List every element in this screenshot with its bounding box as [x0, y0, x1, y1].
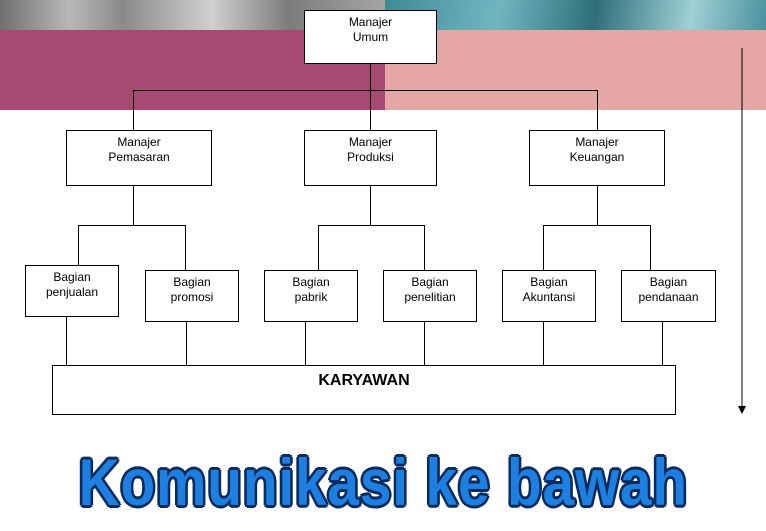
box-bagian-promosi: Bagian promosi	[145, 270, 239, 322]
box-manajer-pemasaran-label: Manajer Pemasaran	[108, 135, 170, 164]
connector-top	[370, 63, 371, 90]
connector-to-pemasaran	[133, 90, 134, 130]
connector-pabrik-karyawan	[305, 320, 306, 366]
box-bagian-penjualan-label: Bagian penjualan	[45, 270, 99, 299]
connector-to-penelitian	[424, 225, 425, 270]
connector-pemasaran-down	[133, 185, 134, 225]
box-karyawan-label: KARYAWAN	[318, 372, 410, 389]
header-photo-right	[385, 0, 766, 30]
connector-penelitian-karyawan	[424, 320, 425, 366]
pink-band	[385, 30, 766, 110]
box-manajer-keuangan: Manajer Keuangan	[529, 130, 665, 186]
headline-text: Komunikasi ke bawah	[78, 444, 688, 519]
box-bagian-penelitian-label: Bagian penelitian	[404, 275, 456, 304]
box-bagian-pendanaan: Bagian pendanaan	[621, 270, 716, 322]
connector-to-penjualan	[78, 225, 79, 265]
connector-to-akuntansi	[543, 225, 544, 270]
down-arrow-icon	[738, 48, 746, 414]
connector-keuangan-down	[597, 185, 598, 225]
connector-to-pabrik	[318, 225, 319, 270]
connector-level1-bus	[133, 90, 598, 91]
connector-pendanaan-karyawan	[662, 320, 663, 366]
connector-keuangan-bus	[543, 225, 650, 226]
box-manajer-umum: Manajer Umum	[304, 10, 437, 64]
box-bagian-akuntansi-label: Bagian Akuntansi	[522, 275, 576, 304]
connector-to-produksi	[370, 90, 371, 130]
connector-to-keuangan	[597, 90, 598, 130]
box-manajer-produksi: Manajer Produksi	[304, 130, 437, 186]
box-bagian-pabrik-label: Bagian pabrik	[292, 275, 330, 304]
box-bagian-pabrik: Bagian pabrik	[264, 270, 358, 322]
connector-promosi-karyawan	[186, 320, 187, 366]
box-bagian-akuntansi: Bagian Akuntansi	[502, 270, 596, 322]
connector-pemasaran-bus	[78, 225, 185, 226]
box-bagian-promosi-label: Bagian promosi	[170, 275, 214, 304]
connector-produksi-bus	[318, 225, 424, 226]
box-manajer-umum-label: Manajer Umum	[348, 15, 393, 44]
box-bagian-penjualan: Bagian penjualan	[25, 265, 119, 317]
box-karyawan: KARYAWAN	[52, 365, 676, 415]
box-bagian-pendanaan-label: Bagian pendanaan	[638, 275, 699, 304]
connector-produksi-down	[370, 185, 371, 225]
headline: Komunikasi ke bawah	[0, 432, 766, 531]
connector-to-promosi	[185, 225, 186, 270]
connector-penjualan-karyawan	[66, 316, 67, 370]
connector-akuntansi-karyawan	[543, 320, 544, 366]
box-manajer-produksi-label: Manajer Produksi	[347, 135, 394, 164]
connector-to-pendanaan	[650, 225, 651, 270]
box-bagian-penelitian: Bagian penelitian	[383, 270, 477, 322]
box-manajer-pemasaran: Manajer Pemasaran	[66, 130, 212, 186]
box-manajer-keuangan-label: Manajer Keuangan	[569, 135, 625, 164]
